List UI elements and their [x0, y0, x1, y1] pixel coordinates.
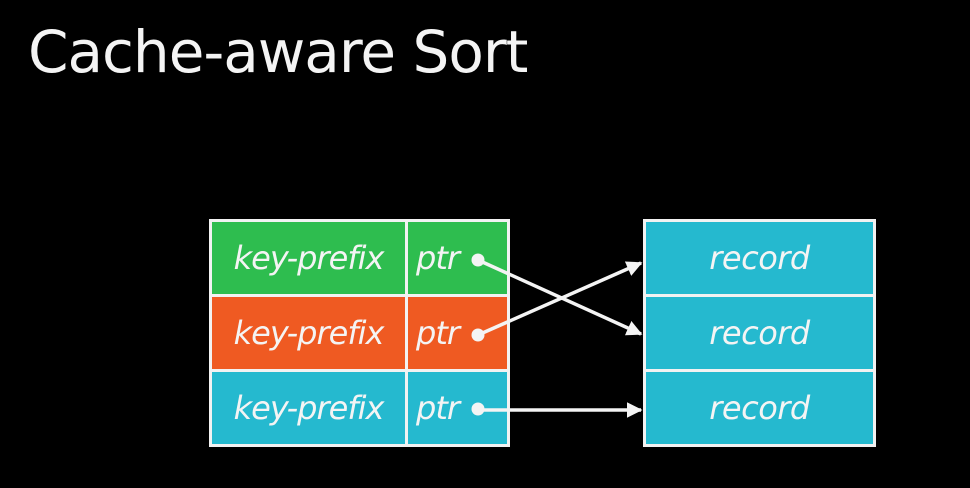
key-prefix-table: key-prefix ptr key-prefix ptr key-prefix… — [209, 219, 510, 447]
key-prefix-row-2: key-prefix ptr — [212, 297, 507, 369]
key-prefix-cell: key-prefix — [212, 372, 405, 444]
key-prefix-cell: key-prefix — [212, 297, 405, 369]
record-table: record record record — [643, 219, 876, 447]
slide-title: Cache-aware Sort — [28, 18, 528, 86]
ptr-cell: ptr — [408, 297, 507, 369]
record-row-2: record — [646, 297, 873, 369]
key-prefix-cell: key-prefix — [212, 222, 405, 294]
record-row-3: record — [646, 372, 873, 444]
ptr-cell: ptr — [408, 222, 507, 294]
key-prefix-row-3: key-prefix ptr — [212, 372, 507, 444]
ptr-cell: ptr — [408, 372, 507, 444]
key-prefix-row-1: key-prefix ptr — [212, 222, 507, 294]
record-row-1: record — [646, 222, 873, 294]
